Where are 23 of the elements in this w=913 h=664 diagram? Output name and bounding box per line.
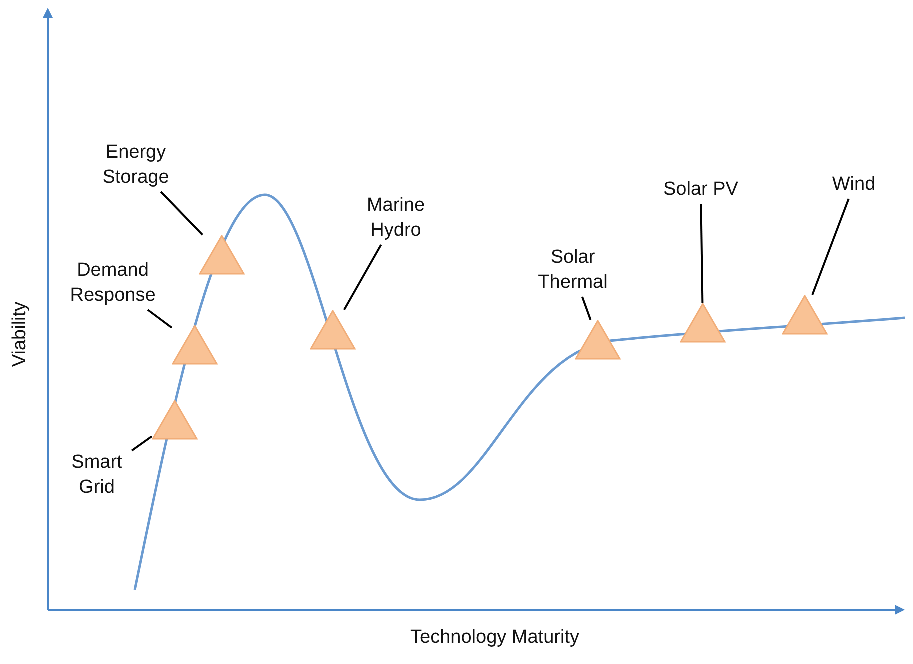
technology-label: Energy Storage	[85, 140, 187, 190]
technology-label: Smart Grid	[62, 450, 132, 500]
triangle-marker	[680, 303, 726, 343]
axis-title: Technology Maturity	[410, 626, 580, 650]
axis-title: Viability	[8, 300, 32, 370]
leader-line	[160, 191, 204, 236]
triangle-marker	[152, 400, 198, 440]
leader-line	[581, 296, 592, 320]
triangle-marker	[199, 235, 245, 275]
triangle-marker	[575, 320, 621, 360]
technology-label: Demand Response	[58, 258, 168, 308]
technology-label: Marine Hydro	[358, 193, 434, 243]
technology-label: Wind	[826, 172, 882, 197]
triangle-marker	[310, 310, 356, 350]
leader-line	[147, 309, 173, 329]
technology-label: Solar Thermal	[532, 245, 614, 295]
leader-line	[700, 204, 704, 304]
leader-line	[131, 436, 153, 452]
triangle-marker	[172, 325, 218, 365]
triangle-marker	[782, 295, 828, 335]
technology-label: Solar PV	[658, 177, 744, 202]
leader-line	[812, 198, 850, 296]
leader-line	[343, 244, 382, 310]
